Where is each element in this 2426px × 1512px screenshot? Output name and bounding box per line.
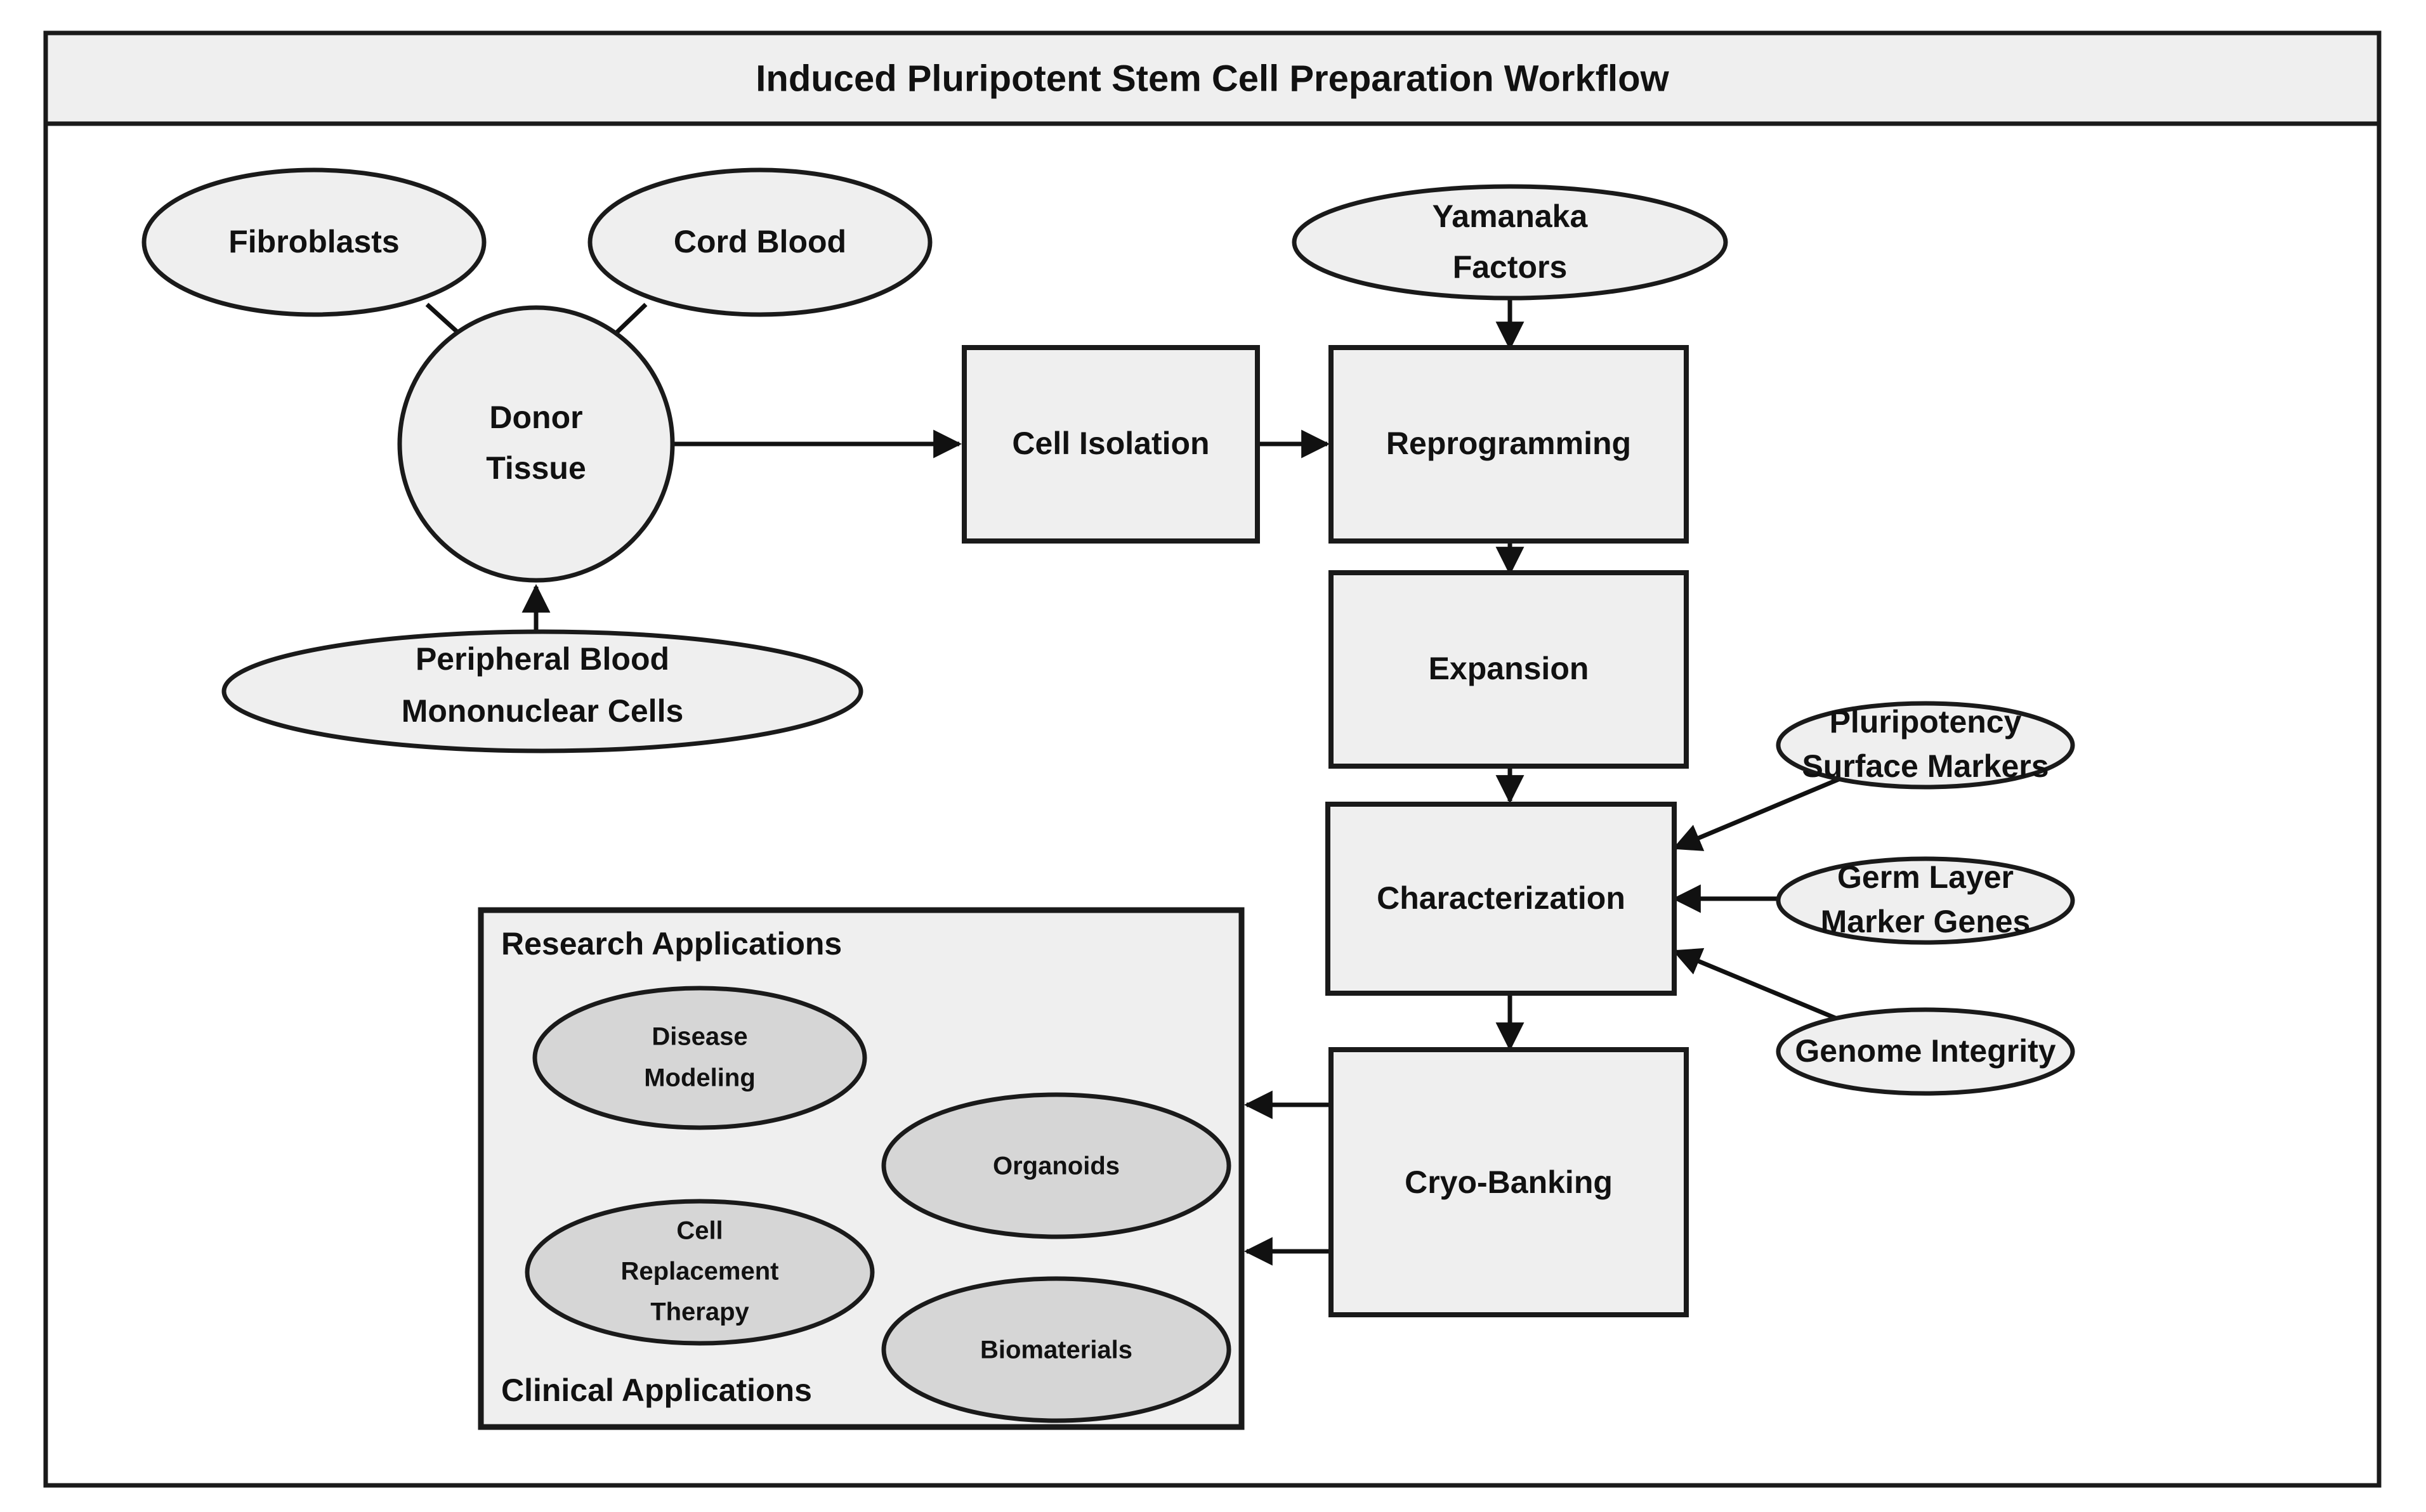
node-cell-replacement-therapy[interactable]: Cell Replacement Therapy (525, 1199, 875, 1346)
cell-replacement-therapy-label-line2: Replacement (621, 1258, 779, 1286)
node-yamanaka-factors[interactable]: Yamanaka Factors (1292, 184, 1728, 301)
fibroblasts-label: Fibroblasts (228, 224, 399, 259)
cell-replacement-therapy-ellipse (525, 1199, 875, 1346)
disease-modeling-ellipse (532, 986, 867, 1130)
node-genome-integrity[interactable]: Genome Integrity (1776, 1007, 2075, 1096)
biomaterials-label: Biomaterials (980, 1336, 1132, 1364)
node-disease-modeling[interactable]: Disease Modeling (532, 986, 867, 1130)
characterization-label: Characterization (1377, 880, 1625, 916)
genome-integrity-ellipse (1776, 1007, 2075, 1096)
clinical-applications-label: Clinical Applications (501, 1372, 812, 1408)
biomaterials-ellipse (881, 1276, 1231, 1423)
reprogramming-box (1328, 345, 1689, 544)
fibroblasts-ellipse (141, 167, 487, 317)
cell-replacement-therapy-label-line1: Cell (676, 1217, 723, 1245)
node-germ-layer-marker-genes[interactable]: Germ Layer Marker Genes (1776, 856, 2075, 945)
node-pluripotency-surface-markers[interactable]: Pluripotency Surface Markers (1776, 701, 2075, 790)
edge-pluripotency-markers-to-characterization (1672, 776, 1841, 851)
cell-isolation-label: Cell Isolation (1012, 426, 1209, 461)
organoids-ellipse (881, 1092, 1231, 1239)
expansion-box (1328, 570, 1689, 769)
donor-tissue-label-line2: Tissue (486, 450, 586, 486)
yamanaka-factors-ellipse (1292, 184, 1728, 301)
donor-tissue-label-line1: Donor (489, 400, 582, 435)
pluripotency-surface-markers-ellipse (1776, 701, 2075, 790)
characterization-box (1325, 802, 1677, 996)
germ-layer-marker-genes-label-line2: Marker Genes (1821, 904, 2031, 939)
node-cryo-banking[interactable]: Cryo-Banking (1328, 1047, 1689, 1317)
node-biomaterials[interactable]: Biomaterials (881, 1276, 1231, 1423)
organoids-label: Organoids (993, 1152, 1120, 1180)
cryo-banking-box (1328, 1047, 1689, 1317)
node-donor-tissue[interactable]: Donor Tissue (397, 305, 675, 583)
research-applications-label: Research Applications (501, 926, 842, 961)
pbmc-label-line2: Mononuclear Cells (402, 693, 684, 729)
pbmc-label-line1: Peripheral Blood (416, 641, 669, 677)
cell-isolation-box (962, 345, 1260, 544)
node-reprogramming[interactable]: Reprogramming (1328, 345, 1689, 544)
node-peripheral-blood-mononuclear-cells[interactable]: Peripheral Blood Mononuclear Cells (221, 629, 863, 753)
yamanaka-factors-label-line1: Yamanaka (1433, 199, 1589, 234)
title-bar (43, 30, 2382, 126)
cord-blood-label: Cord Blood (674, 224, 846, 259)
pbmc-ellipse (221, 629, 863, 753)
diagram-title: Induced Pluripotent Stem Cell Preparatio… (756, 58, 1669, 99)
yamanaka-factors-label-line2: Factors (1453, 249, 1568, 285)
expansion-label: Expansion (1429, 651, 1589, 686)
cord-blood-ellipse (587, 167, 933, 317)
applications-cluster[interactable]: Research Applications Clinical Applicati… (478, 907, 1245, 1430)
reprogramming-label: Reprogramming (1386, 426, 1631, 461)
cryo-banking-label: Cryo-Banking (1405, 1164, 1613, 1200)
germ-layer-marker-genes-label-line1: Germ Layer (1837, 859, 2014, 895)
node-fibroblasts[interactable]: Fibroblasts (141, 167, 487, 317)
pluripotency-surface-markers-label-line2: Surface Markers (1802, 748, 2049, 784)
node-cell-isolation[interactable]: Cell Isolation (962, 345, 1260, 544)
disease-modeling-label-line1: Disease (652, 1023, 747, 1051)
cell-replacement-therapy-label-line3: Therapy (650, 1298, 749, 1326)
node-expansion[interactable]: Expansion (1328, 570, 1689, 769)
germ-layer-marker-genes-ellipse (1776, 856, 2075, 945)
disease-modeling-label-line2: Modeling (644, 1064, 756, 1092)
pluripotency-surface-markers-label-line1: Pluripotency (1830, 704, 2022, 740)
edge-genome-integrity-to-characterization (1672, 948, 1841, 1022)
donor-tissue-circle (397, 305, 675, 583)
genome-integrity-label: Genome Integrity (1795, 1033, 2056, 1069)
node-cord-blood[interactable]: Cord Blood (587, 167, 933, 317)
node-organoids[interactable]: Organoids (881, 1092, 1231, 1239)
node-characterization[interactable]: Characterization (1325, 802, 1677, 996)
